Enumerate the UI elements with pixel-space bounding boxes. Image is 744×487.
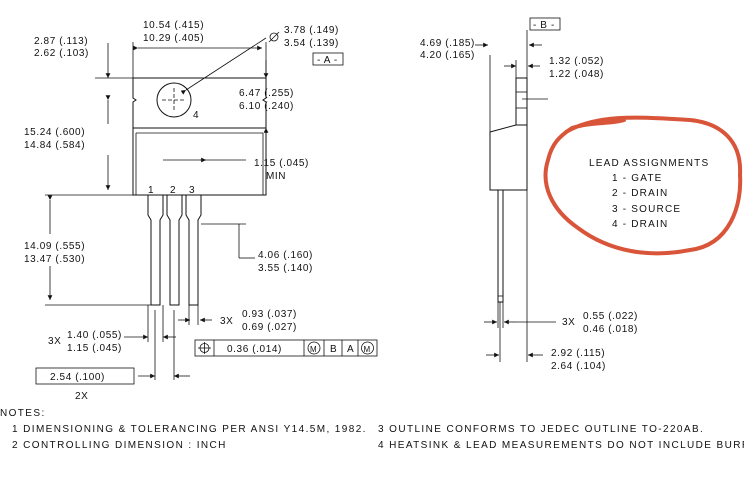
pin-2-label: 2 xyxy=(170,185,176,196)
tab-left-min: 2.62 (.103) xyxy=(34,48,89,59)
side-view: - B - 4.69 (.185) 4.20 (.165) 1.32 (.052… xyxy=(420,17,638,372)
hole-pos-max: 6.47 (.255) xyxy=(239,88,294,99)
tolerance-frame: 0.36 (.014) M B A M xyxy=(194,339,378,357)
lead-len-max: 14.09 (.555) xyxy=(24,241,85,252)
body-len-max: 15.24 (.600) xyxy=(24,127,85,138)
lead-end-min: 3.55 (.140) xyxy=(258,263,313,274)
datum-b: - B - xyxy=(533,20,555,31)
lead-width-min: 0.69 (.027) xyxy=(242,322,297,333)
note-1: 1 DIMENSIONING & TOLERANCING PER ANSI Y1… xyxy=(12,424,367,435)
offset-max: 2.92 (.115) xyxy=(551,348,605,359)
note-2: 2 CONTROLLING DIMENSION : INCH xyxy=(12,440,227,451)
lead-assignments-annotation: LEAD ASSIGNMENTS 1 - GATE 2 - DRAIN 3 - … xyxy=(543,115,743,256)
hole-dia-min: 3.54 (.139) xyxy=(284,38,339,49)
lead-thick-max: 1.40 (.055) xyxy=(67,330,122,341)
lead-assignment-4: 4 - DRAIN xyxy=(612,219,668,230)
lead-assignment-3: 3 - SOURCE xyxy=(612,204,681,215)
side-lead-qty: 3X xyxy=(562,317,575,328)
lead-width-max: 0.93 (.037) xyxy=(242,309,297,320)
datum-a: - A - xyxy=(317,55,338,66)
hole-pos-min: 6.10 (.240) xyxy=(239,101,294,112)
pitch-dim: 2.54 (.100) xyxy=(50,372,105,383)
mounting-hole xyxy=(156,82,192,118)
tab-thick-max: 1.32 (.052) xyxy=(549,56,604,67)
tol-m1: M xyxy=(310,345,317,354)
pin-1-label: 1 xyxy=(148,185,154,196)
notes-heading: NOTES: xyxy=(0,408,46,419)
front-view: 1 2 3 4 10.54 (.415) 10.29 (.405) 2.87 (… xyxy=(24,20,378,402)
lead-assignments-title: LEAD ASSIGNMENTS xyxy=(589,158,709,169)
tol-b: B xyxy=(330,344,337,355)
side-lead-min: 0.46 (.018) xyxy=(583,324,638,335)
lead-end-max: 4.06 (.160) xyxy=(258,250,313,261)
side-lead-max: 0.55 (.022) xyxy=(583,311,638,322)
leads xyxy=(147,195,202,306)
notes: NOTES: 1 DIMENSIONING & TOLERANCING PER … xyxy=(0,408,744,451)
width-min: 10.29 (.405) xyxy=(143,33,204,44)
thick-max: 4.69 (.185) xyxy=(420,38,475,49)
lead-width-qty: 3X xyxy=(220,316,233,327)
lead-thick-min: 1.15 (.045) xyxy=(67,343,122,354)
tol-value: 0.36 (.014) xyxy=(227,344,282,355)
lead-len-min: 13.47 (.530) xyxy=(24,254,85,265)
tol-m2: M xyxy=(364,345,371,354)
note-4: 4 HEATSINK & LEAD MEASUREMENTS DO NOT IN… xyxy=(378,440,744,451)
offset-min: 2.64 (.104) xyxy=(551,361,606,372)
side-tab xyxy=(515,77,528,126)
package-body xyxy=(132,127,267,196)
width-max: 10.54 (.415) xyxy=(143,20,204,31)
thick-min: 4.20 (.165) xyxy=(420,50,475,61)
pin-3-label: 3 xyxy=(189,185,195,196)
tab-left-max: 2.87 (.113) xyxy=(34,36,88,47)
tol-a: A xyxy=(347,344,354,355)
lead-assignment-1: 1 - GATE xyxy=(612,173,663,184)
hole-dia-max: 3.78 (.149) xyxy=(284,25,339,36)
lead-assignment-2: 2 - DRAIN xyxy=(612,188,668,199)
body-len-min: 14.84 (.584) xyxy=(24,140,85,151)
hand-drawn-circle xyxy=(543,115,743,256)
side-lead xyxy=(497,189,504,303)
note-3: 3 OUTLINE CONFORMS TO JEDEC OUTLINE TO-2… xyxy=(378,424,704,435)
pitch-qty: 2X xyxy=(75,391,88,402)
shoulder-min: MIN xyxy=(266,171,286,182)
side-body xyxy=(489,124,528,191)
shoulder-dim: 1.15 (.045) xyxy=(254,158,309,169)
tab-thick-min: 1.22 (.048) xyxy=(549,69,604,80)
lead-thick-qty: 3X xyxy=(48,336,61,347)
pin-4-label: 4 xyxy=(193,110,199,121)
